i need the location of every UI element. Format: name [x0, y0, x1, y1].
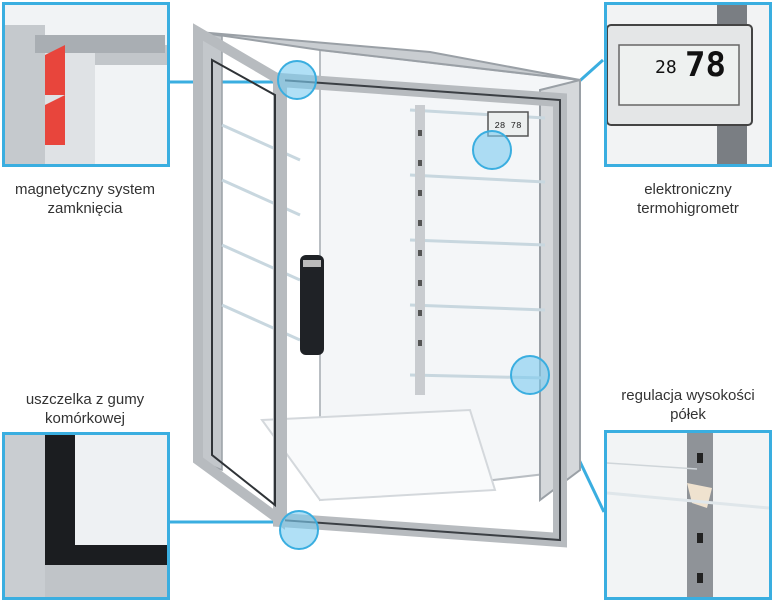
highlight-circles — [277, 60, 550, 550]
thermohygrometer-small — [487, 111, 529, 137]
left-frame — [193, 23, 285, 530]
small-readout: 28 78 — [494, 121, 521, 131]
bottom-tray — [260, 408, 497, 502]
highlight-shelf — [510, 355, 550, 395]
humidity-readout: 78 — [685, 45, 726, 85]
temp-readout: 28 — [655, 57, 677, 78]
highlight-magnetic — [277, 60, 317, 100]
caption-magnetic: magnetyczny system zamknięcia — [14, 181, 156, 217]
caption-shelf: regulacja wysokości półek — [621, 387, 755, 423]
inset-magnetic — [2, 2, 170, 167]
highlight-gasket — [279, 510, 319, 550]
door-handle — [300, 255, 324, 355]
caption-gasket: uszczelka z gumy komórkowej — [25, 391, 145, 427]
inset-thermo: 28 78 — [604, 2, 772, 167]
inset-gasket — [2, 432, 170, 600]
magnet-arrow-icon — [45, 95, 65, 145]
inset-shelf — [604, 430, 772, 600]
caption-thermo: elektroniczny termohigrometr — [637, 181, 739, 217]
highlight-thermo — [472, 130, 512, 170]
magnet-arrow-icon — [45, 45, 65, 95]
